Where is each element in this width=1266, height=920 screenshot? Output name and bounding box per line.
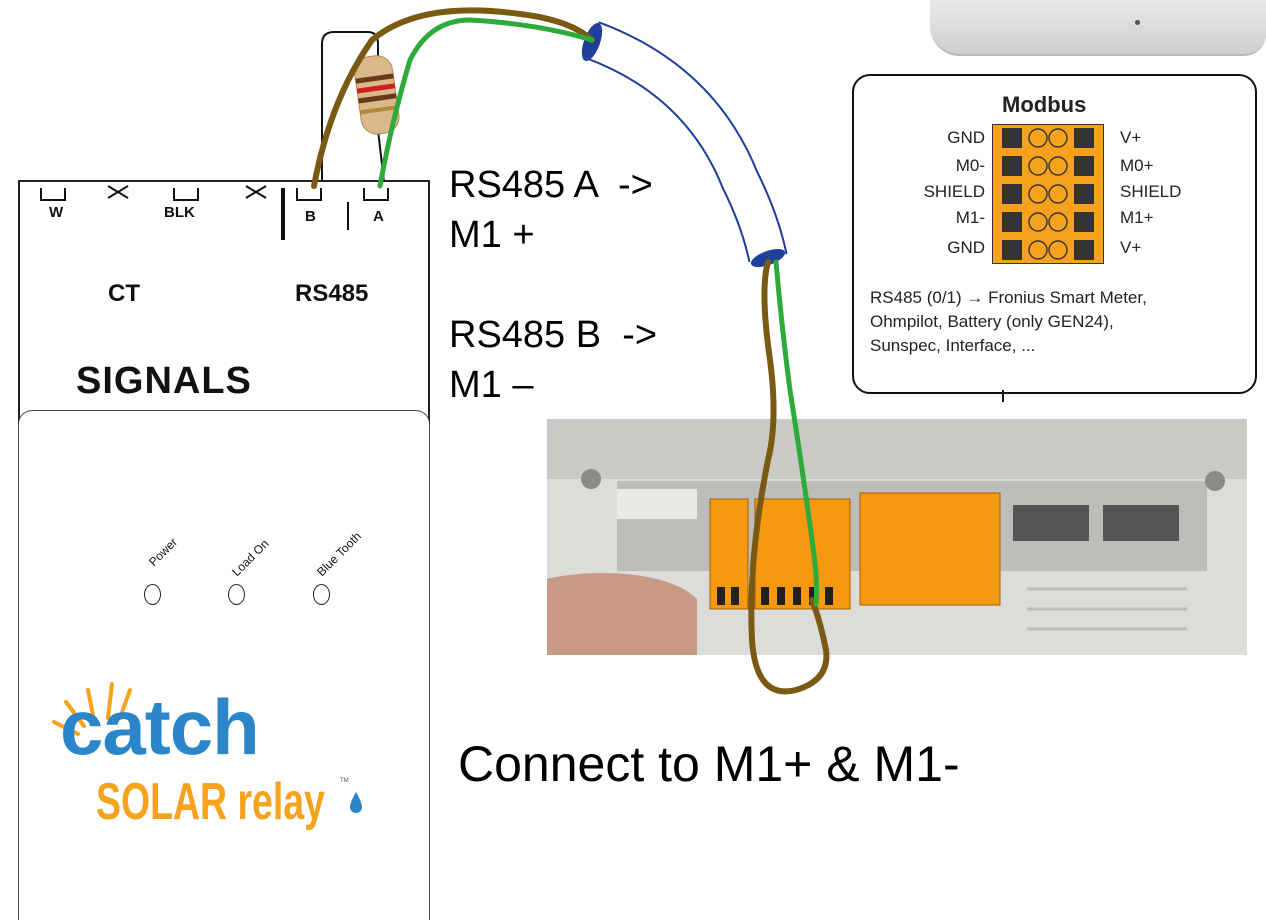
modbus-pin-right-3: SHIELD	[1120, 182, 1182, 201]
terminal-w-label: W	[49, 204, 64, 221]
terminal-blk-label: BLK	[164, 204, 195, 221]
cable-end-bottom	[750, 248, 786, 268]
rs485-a-caption-line1: RS485 A ->	[449, 164, 653, 206]
modbus-pinout-box: Modbus GND V+ M0- M0+ SHIELD SHIELD M1- …	[852, 74, 1257, 394]
modbus-title: Modbus	[1002, 92, 1087, 117]
terminal-x2	[245, 185, 267, 199]
modbus-pin-left-1: GND	[947, 128, 985, 147]
product-corner-image	[930, 0, 1266, 56]
modbus-leader-line	[1002, 390, 1004, 402]
connect-instruction: Connect to M1+ & M1-	[458, 736, 960, 792]
cable-sheath-fill	[585, 23, 786, 262]
inverter-photo-illustration	[547, 419, 1247, 655]
rs485-b-caption-line2: M1 –	[449, 364, 534, 406]
modbus-note-line2: Ohmpilot, Battery (only GEN24),	[870, 312, 1114, 331]
ct-label: CT	[108, 280, 140, 307]
water-drop-icon	[350, 792, 362, 813]
modbus-pin-right-1: V+	[1120, 128, 1142, 147]
led-bluetooth-indicator	[313, 584, 330, 605]
terminal-x1	[107, 185, 129, 199]
rs485-label: RS485	[295, 280, 369, 307]
brown-wire	[311, 7, 830, 695]
resistor-icon	[354, 55, 400, 135]
led-power-indicator	[144, 584, 161, 605]
screw-dot	[1135, 20, 1140, 25]
terminal-a-slot	[363, 188, 389, 201]
modbus-pin-right-2: M0+	[1120, 156, 1154, 175]
catch-logo-word: catch	[60, 683, 260, 771]
led-load-on-indicator	[228, 584, 245, 605]
terminal-a-label: A	[373, 208, 384, 225]
terminal-b-label: B	[305, 208, 316, 225]
terminal-strip	[40, 185, 389, 240]
modbus-pin-right-5: V+	[1120, 238, 1142, 257]
modbus-pin-left-2: M0-	[955, 156, 985, 175]
modbus-connector-pins	[1002, 128, 1094, 260]
terminal-blk-slot	[173, 188, 199, 201]
signals-label: SIGNALS	[76, 360, 252, 402]
modbus-note-line3: Sunspec, Interface, ...	[870, 336, 1036, 355]
green-wire	[377, 17, 819, 607]
rs485-b-caption-line1: RS485 B ->	[449, 314, 658, 356]
modbus-pin-left-3: SHIELD	[923, 182, 985, 201]
terminal-w-slot	[40, 188, 66, 201]
modbus-note-line1: RS485 (0/1) → Fronius Smart Meter,	[870, 288, 1147, 307]
tm-mark: TM	[340, 778, 349, 784]
modbus-pin-left-4: M1-	[955, 208, 985, 227]
device-front-panel	[18, 410, 430, 920]
modbus-pin-right-4: M1+	[1120, 208, 1154, 227]
solar-relay-word: SOLAR relay	[96, 773, 325, 831]
rs485-a-caption-line2: M1 +	[449, 214, 535, 256]
catch-logo-sun-icon	[52, 682, 132, 736]
modbus-pin-left-5: GND	[947, 238, 985, 257]
terminal-b-slot	[296, 188, 322, 201]
inverter-terminal-photo	[547, 419, 1247, 655]
